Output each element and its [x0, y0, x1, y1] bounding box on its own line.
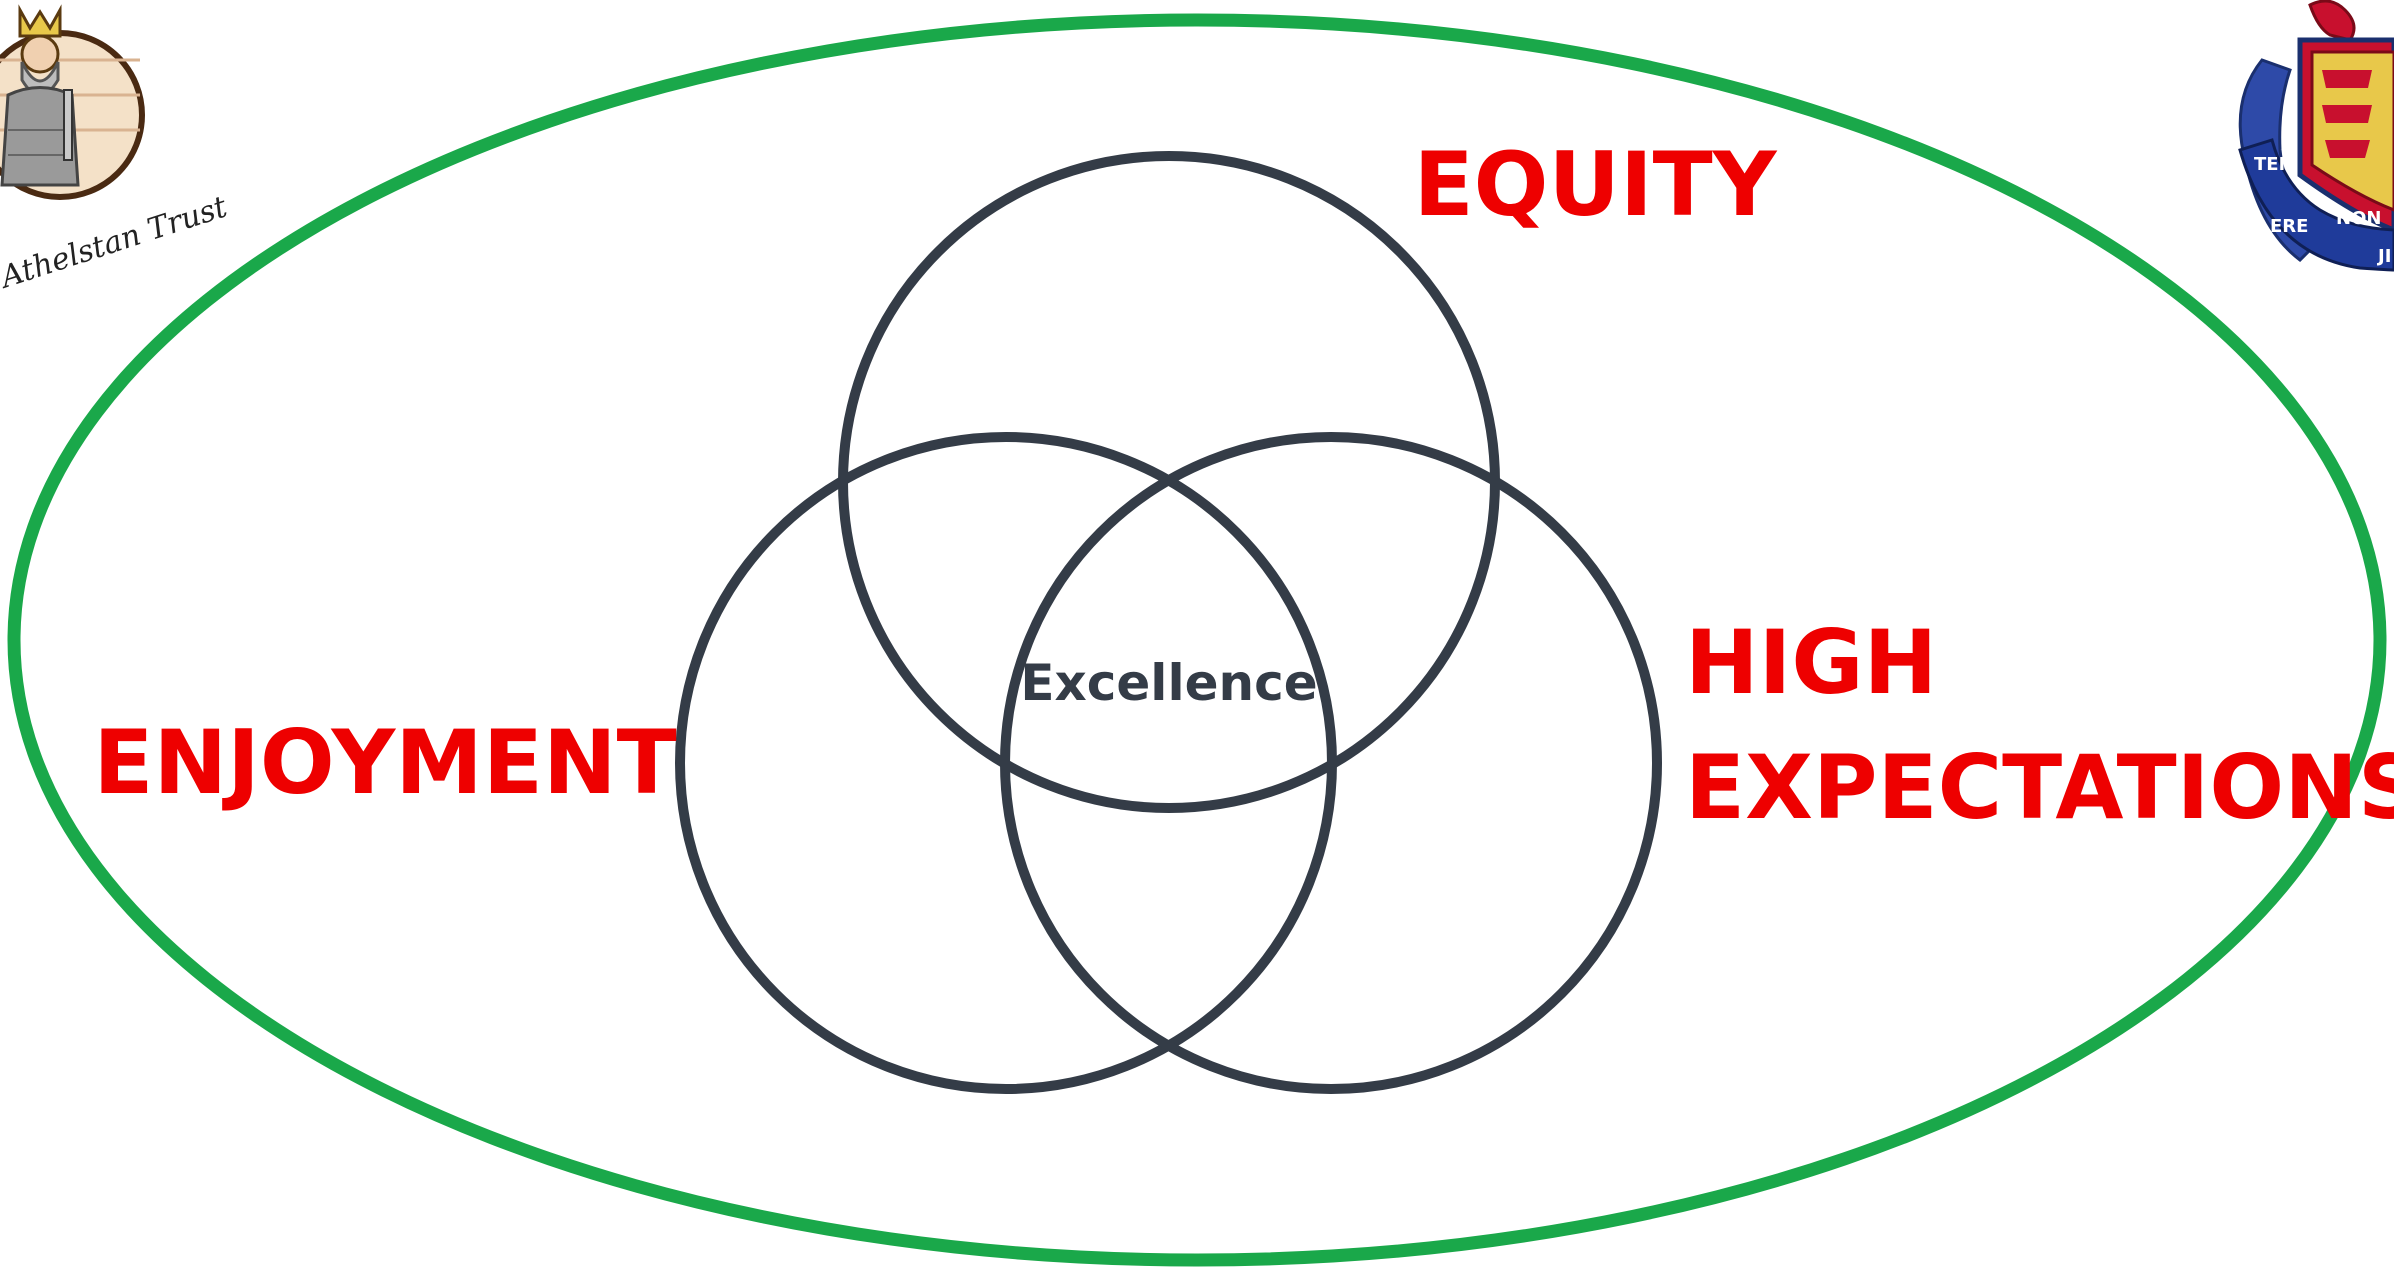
- athelstan-trust-logo-text: Athelstan Trust: [0, 189, 232, 296]
- label-equity: EQUITY: [1414, 133, 1778, 236]
- svg-text:NON: NON: [2336, 208, 2381, 229]
- venn-circle-right: [1000, 432, 1662, 1094]
- label-excellence: Excellence: [1020, 654, 1317, 712]
- venn-circle-left: [675, 432, 1337, 1094]
- svg-text:ERE: ERE: [2270, 216, 2308, 237]
- outer-green-ellipse: [7, 13, 2387, 1267]
- school-crest-motto-text: TEM: [2254, 154, 2297, 175]
- svg-text:JI: JI: [2376, 246, 2391, 267]
- label-enjoyment: ENJOYMENT: [93, 711, 676, 814]
- king-figure-icon: [0, 4, 80, 187]
- label-high: HIGH: [1685, 611, 1937, 714]
- venn-circles: [675, 151, 1662, 1094]
- label-expectations: EXPECTATIONS: [1685, 736, 2394, 839]
- school-crest-logo: TEM ERE NON JI: [2238, 0, 2394, 272]
- athelstan-trust-logo: Athelstan Trust: [0, 4, 232, 296]
